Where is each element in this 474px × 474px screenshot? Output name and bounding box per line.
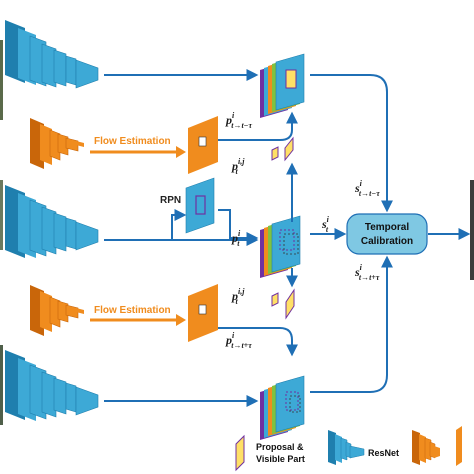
flow-estimation-bottom-label: Flow Estimation [94, 305, 171, 316]
rpn-proposal-box [195, 195, 206, 215]
flow-arrow-top-head [176, 146, 186, 158]
feature-mid-proposal [279, 229, 295, 251]
legend-resnet-icon [328, 430, 365, 465]
feature-mid-proposal-back [283, 233, 299, 255]
feature-stack-bottom [260, 375, 305, 440]
flow-estimation-top-label: Flow Estimation [94, 136, 171, 147]
arrows [104, 69, 471, 407]
left-photo-edge-3 [0, 345, 3, 425]
rpn-feature-map [185, 177, 215, 234]
legend-flow-map-icon [456, 426, 462, 466]
visible-part-top-a [271, 146, 279, 161]
temporal-calibration-box [346, 213, 428, 255]
resnet-bottom [5, 350, 99, 421]
flow-map-bottom [188, 284, 218, 342]
temporal-calibration-line1: Temporal [365, 222, 409, 233]
feature-stack-top [260, 53, 305, 118]
legend-flow-icon [412, 430, 440, 465]
flow-map-top-box [198, 136, 207, 147]
flow-net-bottom [30, 285, 84, 336]
right-photo-edge [470, 180, 474, 280]
legend-proposal-line1: Proposal & [256, 442, 304, 452]
legend-proposal-line2: Visible Part [256, 454, 305, 464]
temporal-calibration-line2: Calibration [361, 236, 413, 247]
arrow-top-to-calibration [310, 74, 393, 213]
flow-map-bottom-box [198, 304, 207, 315]
flow-arrow-bottom-head [176, 314, 186, 326]
legend-resnet-label: ResNet [368, 448, 399, 458]
flow-net-top [30, 118, 84, 169]
visible-part-bottom-b [285, 288, 295, 320]
feature-top-proposal [285, 69, 297, 89]
left-photo-edge-2 [0, 180, 3, 250]
legend: Proposal & Visible Part ResNet [235, 426, 462, 472]
feature-stack-middle [260, 215, 301, 278]
arrow-flow-top-up [218, 111, 298, 141]
resnet-top [5, 20, 99, 89]
left-photo-edge-1 [0, 40, 3, 120]
feature-bottom-proposal [285, 391, 299, 411]
arrow-rpn-out [218, 209, 259, 244]
rpn-label: RPN [160, 195, 181, 206]
visible-part-bottom-a [271, 292, 279, 307]
arrow-to-rpn [171, 209, 187, 240]
arrow-flow-bottom-down [218, 327, 298, 357]
visible-part-top-b [284, 136, 294, 162]
feature-bottom-proposal-back [289, 395, 301, 413]
legend-proposal-icon [235, 434, 245, 472]
arrow-bottom-to-calibration [310, 255, 393, 393]
flow-map-top [188, 116, 218, 174]
resnet-middle [5, 185, 99, 258]
